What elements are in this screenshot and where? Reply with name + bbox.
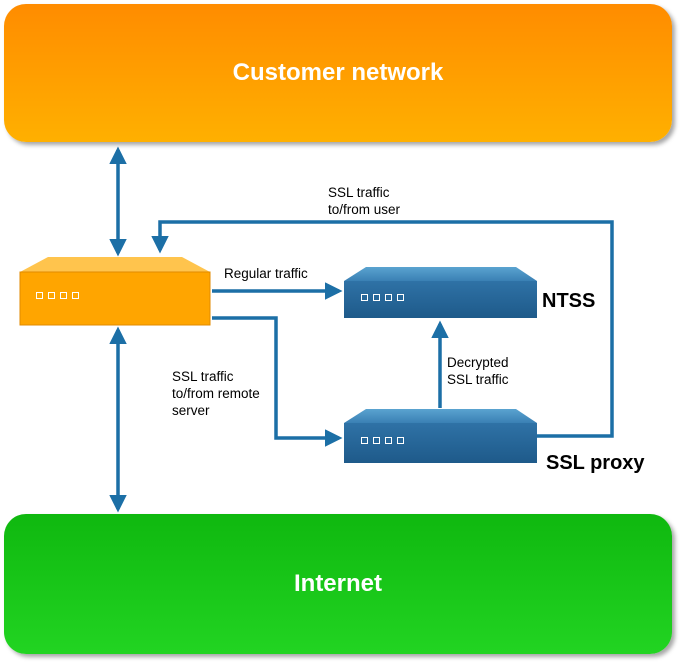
ntss-label: NTSS — [542, 290, 596, 312]
port-icon — [72, 292, 79, 299]
ssl-proxy-device — [344, 409, 537, 463]
ssl-proxy-ports — [361, 437, 404, 444]
port-icon — [397, 437, 404, 444]
port-icon — [361, 437, 368, 444]
internet-band: Internet — [4, 514, 672, 654]
port-icon — [373, 437, 380, 444]
ssl-proxy-label: SSL proxy — [546, 452, 645, 474]
ssl-remote-label: SSL traffic to/from remote server — [172, 369, 260, 418]
customer-network-band: Customer network — [4, 4, 672, 142]
ssl-user-arrow — [151, 220, 614, 438]
port-icon — [60, 292, 67, 299]
ntss-ports — [361, 294, 404, 301]
regular-traffic-label: Regular traffic — [224, 266, 308, 281]
ssl-remote-arrow — [212, 316, 343, 447]
internet-label: Internet — [293, 570, 382, 597]
port-icon — [385, 437, 392, 444]
ntss-device — [344, 267, 537, 318]
port-icon — [385, 294, 392, 301]
decrypted-traffic-label: Decrypted SSL traffic — [447, 355, 509, 387]
port-icon — [373, 294, 380, 301]
port-icon — [397, 294, 404, 301]
port-icon — [36, 292, 43, 299]
port-icon — [361, 294, 368, 301]
customer-network-label: Customer network — [232, 59, 444, 86]
port-icon — [48, 292, 55, 299]
router-device — [19, 257, 211, 326]
router-ports — [36, 292, 79, 299]
ssl-user-label: SSL traffic to/from user — [328, 185, 401, 217]
